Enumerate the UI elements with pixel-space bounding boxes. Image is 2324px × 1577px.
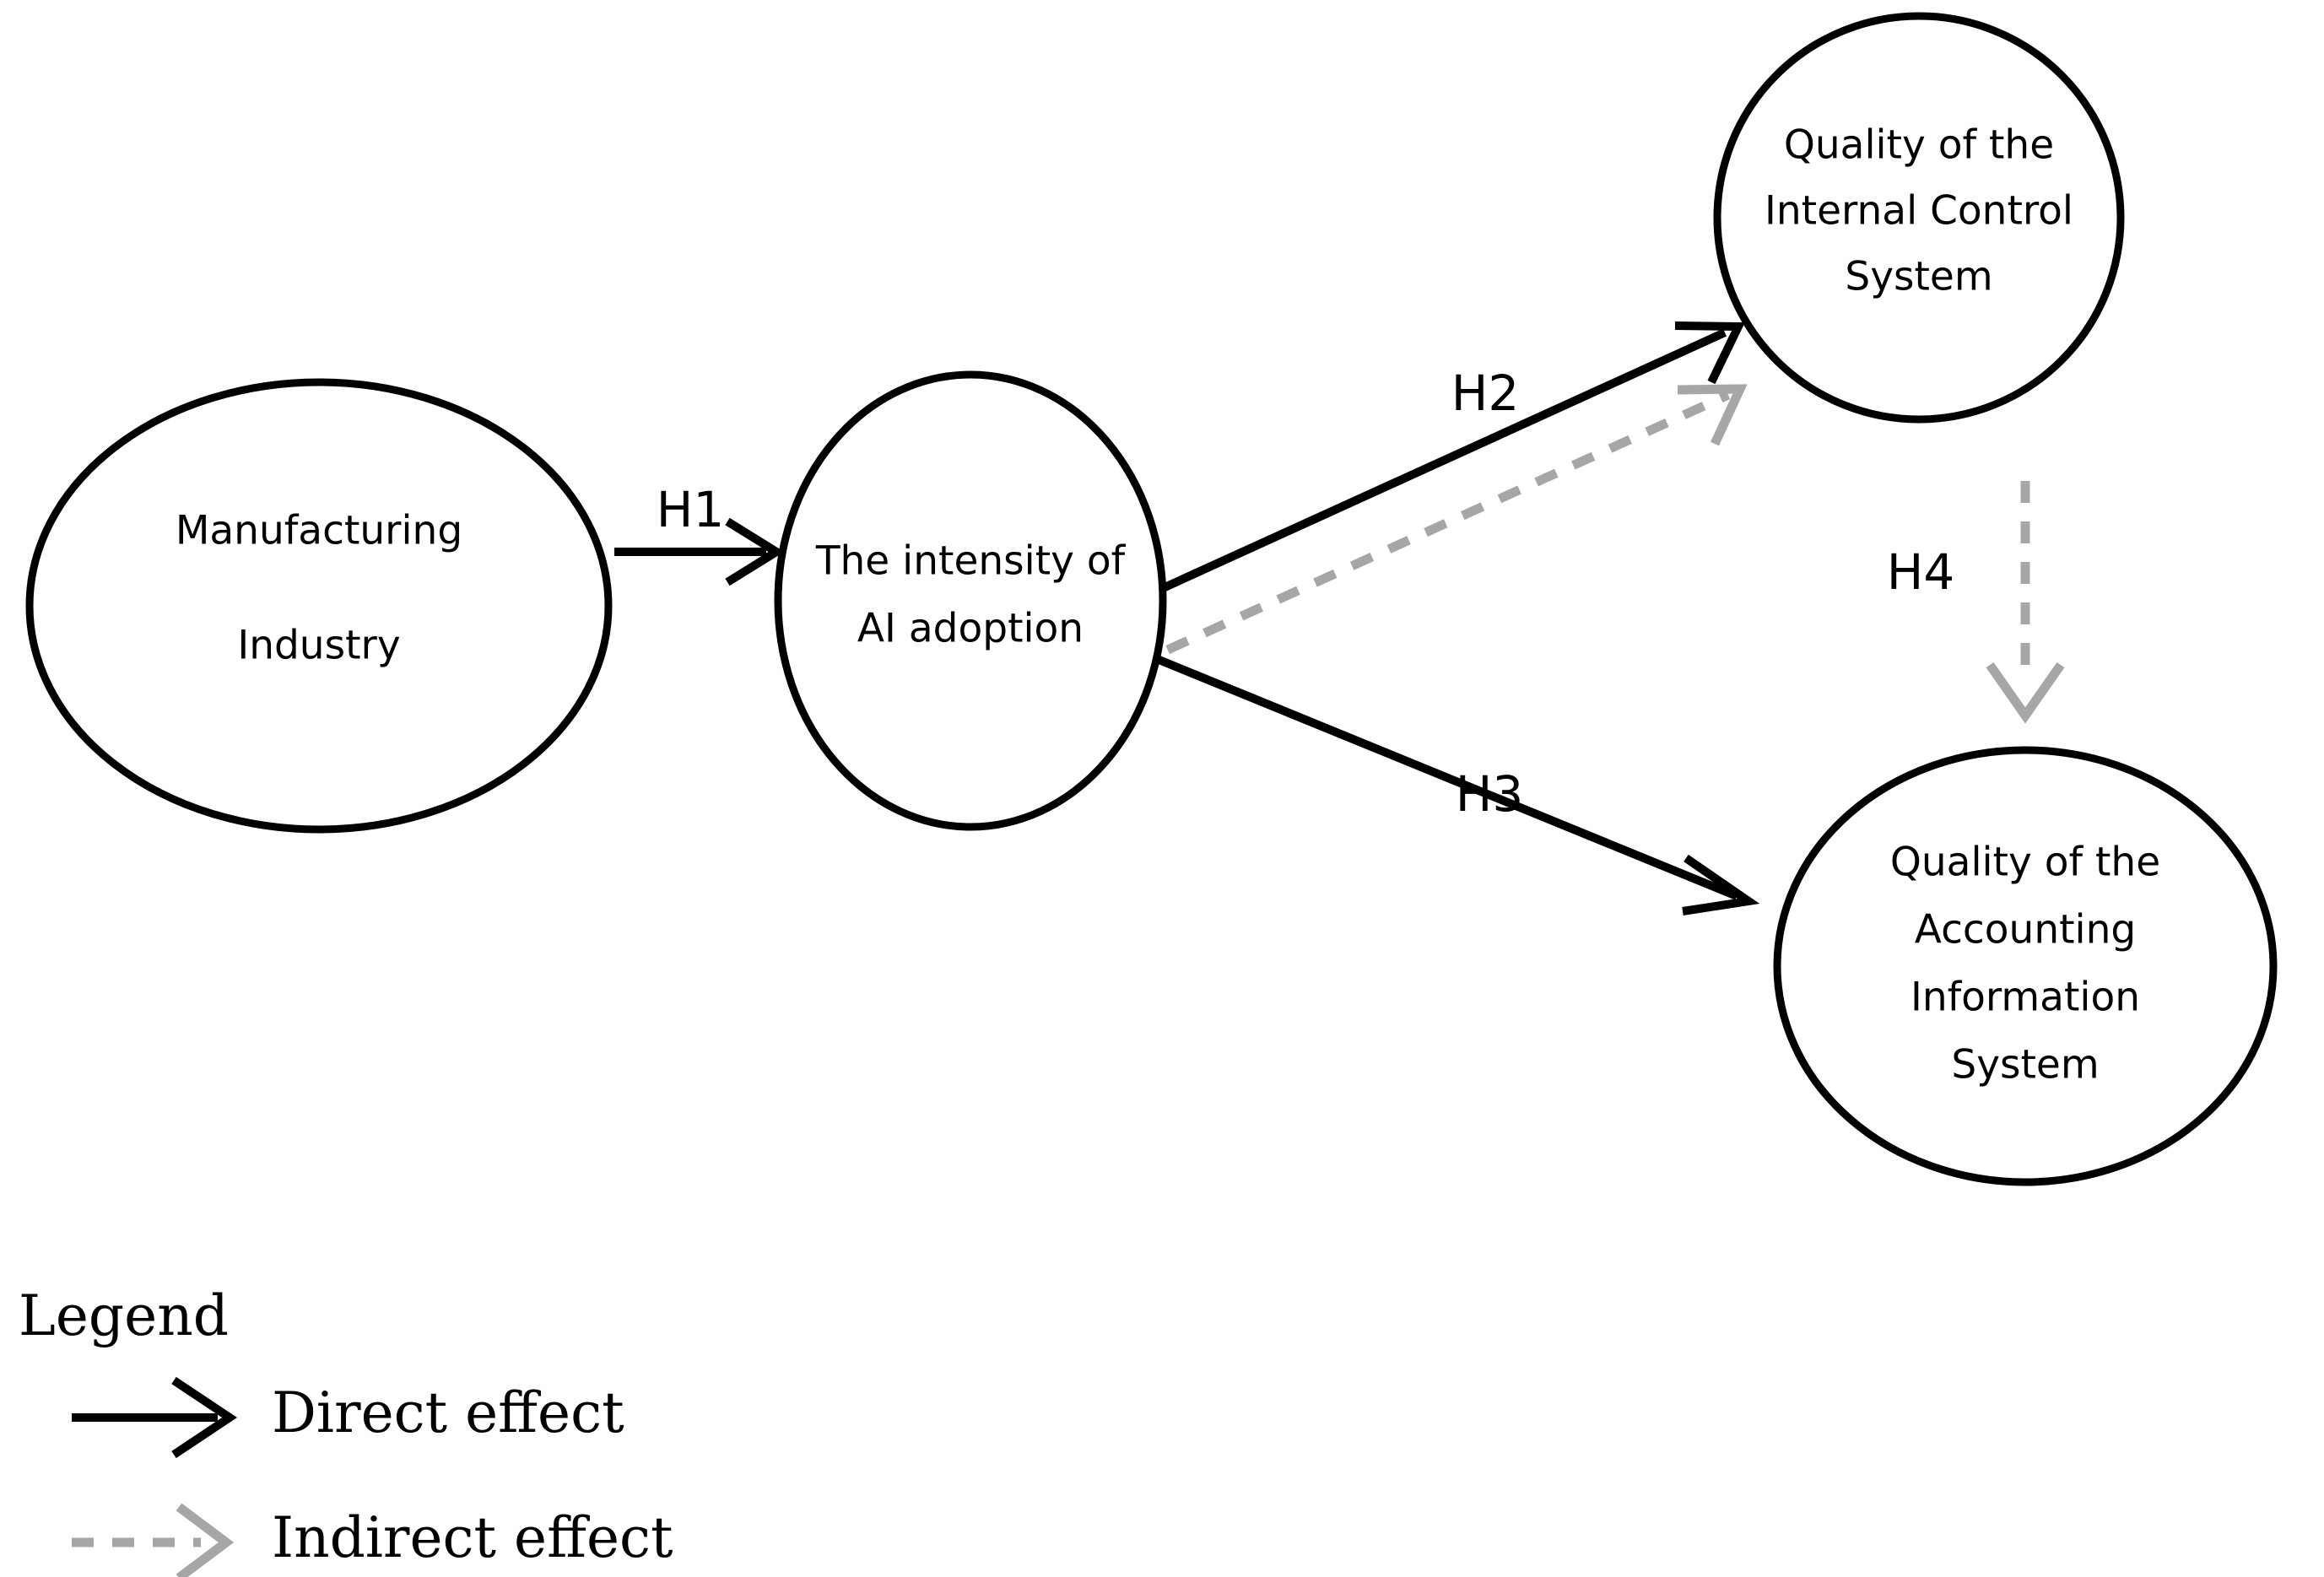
node-ai-adoption-intensity[interactable]: The intensity of AI adoption bbox=[774, 370, 1167, 831]
hypothesis-label-h1: H1 bbox=[657, 481, 725, 538]
edge-h3-direct bbox=[1122, 641, 1760, 915]
edge-h2-direct bbox=[1121, 321, 1745, 610]
node-internal-control-quality-label-line1: Quality of the bbox=[1784, 122, 2054, 169]
node-internal-control-quality-label-line3: System bbox=[1845, 254, 1992, 300]
node-accounting-information-quality[interactable]: Quality of the Accounting Information Sy… bbox=[1773, 746, 2278, 1186]
node-accounting-information-quality-label-line4: System bbox=[1951, 1042, 2099, 1088]
indirect-arrow-icon bbox=[72, 1503, 235, 1577]
edge-h4-indirect bbox=[1986, 481, 2065, 724]
legend: Legend Direct effect Indirect effect bbox=[19, 1283, 673, 1577]
node-ai-adoption-intensity-label-line1: The intensity of bbox=[815, 538, 1127, 585]
edge-h4-arrowhead bbox=[1986, 662, 2065, 724]
edge-indirect-ai-to-ics bbox=[1128, 384, 1748, 672]
node-internal-control-quality[interactable]: Quality of the Internal Control System bbox=[1713, 12, 2125, 424]
legend-title: Legend bbox=[19, 1283, 229, 1348]
edge-h2-arrowhead bbox=[1674, 321, 1745, 385]
node-manufacturing-industry-shape[interactable] bbox=[25, 378, 613, 834]
edge-h3-line bbox=[1122, 641, 1738, 900]
node-accounting-information-quality-label-line3: Information bbox=[1911, 975, 2140, 1021]
node-ai-adoption-intensity-shape[interactable] bbox=[774, 370, 1167, 831]
hypothesis-label-h2: H2 bbox=[1451, 365, 1520, 422]
node-internal-control-quality-shape[interactable] bbox=[1713, 12, 2125, 424]
edge-indirect-line bbox=[1128, 390, 1731, 672]
hypothesis-label-h3: H3 bbox=[1456, 765, 1524, 823]
hypothesis-label-h4: H4 bbox=[1887, 543, 1955, 601]
edge-h3-arrowhead bbox=[1682, 854, 1760, 915]
direct-arrow-icon bbox=[72, 1376, 238, 1459]
legend-label-direct-effect: Direct effect bbox=[272, 1380, 624, 1445]
node-accounting-information-quality-label-line2: Accounting bbox=[1915, 907, 2136, 953]
legend-item-direct-effect: Direct effect bbox=[72, 1376, 624, 1459]
node-accounting-information-quality-shape[interactable] bbox=[1773, 746, 2278, 1186]
node-manufacturing-industry-label-line2: Industry bbox=[237, 623, 400, 669]
edge-h1-direct bbox=[614, 517, 785, 586]
legend-item-indirect-effect: Indirect effect bbox=[72, 1503, 673, 1577]
node-manufacturing-industry[interactable]: Manufacturing Industry bbox=[25, 378, 613, 834]
node-manufacturing-industry-label-line1: Manufacturing bbox=[176, 508, 462, 554]
node-accounting-information-quality-label-line1: Quality of the bbox=[1890, 840, 2160, 886]
edge-h1-arrowhead bbox=[725, 517, 785, 586]
edge-h2-line bbox=[1121, 328, 1727, 610]
node-internal-control-quality-label-line2: Internal Control bbox=[1765, 188, 2073, 235]
legend-label-indirect-effect: Indirect effect bbox=[272, 1505, 673, 1570]
node-ai-adoption-intensity-label-line2: AI adoption bbox=[857, 606, 1084, 652]
edge-indirect-arrowhead bbox=[1677, 384, 1748, 446]
